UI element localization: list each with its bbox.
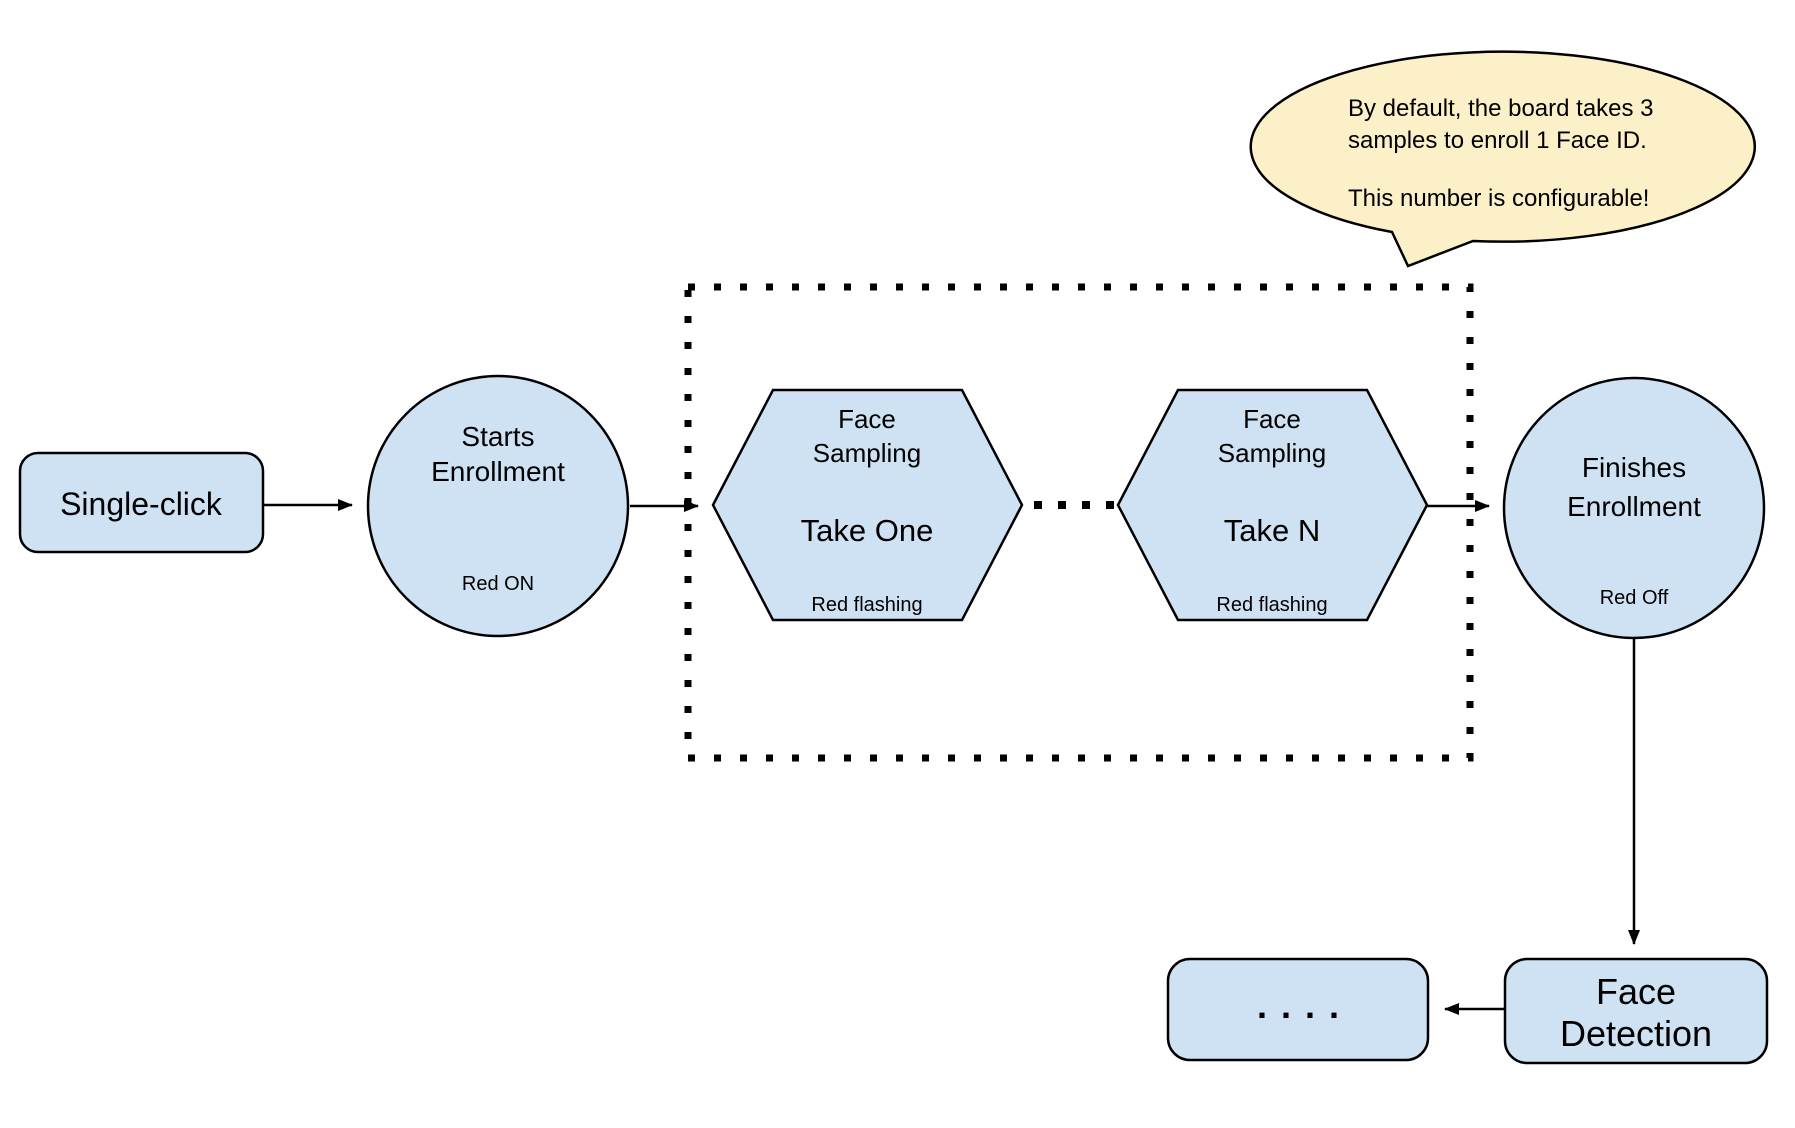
- sequence-dot: [1034, 501, 1042, 509]
- face-detection-box: [1503, 957, 1769, 1065]
- single-click-label: Single-click: [60, 486, 223, 522]
- node-face-sampling-take-n: Face Sampling Take N Red flashing: [1116, 388, 1429, 622]
- node-starts-enrollment: Starts Enrollment Red ON: [366, 374, 630, 638]
- sequence-dots-icon: [1034, 501, 1114, 509]
- starts-enrollment-circle: [366, 374, 630, 638]
- callout-bubble: By default, the board takes 3 samples to…: [1249, 50, 1756, 268]
- face-sampling-n-line-2: Sampling: [1218, 438, 1326, 468]
- sequence-dot: [1058, 501, 1066, 509]
- face-sampling-n-take: Take N: [1224, 513, 1320, 548]
- face-sampling-one-take: Take One: [801, 513, 934, 548]
- face-sampling-one-line-2: Sampling: [813, 438, 921, 468]
- node-finishes-enrollment: Finishes Enrollment Red Off: [1502, 376, 1766, 640]
- sequence-dot: [1082, 501, 1090, 509]
- finishes-enrollment-status: Red Off: [1600, 587, 1669, 609]
- sequence-dot: [1106, 501, 1114, 509]
- face-sampling-one-hexagon: [711, 388, 1024, 622]
- face-sampling-one-status: Red flashing: [811, 594, 922, 616]
- face-detection-line-1: Face: [1596, 971, 1676, 1012]
- node-face-detection: Face Detection: [1503, 957, 1769, 1065]
- starts-enrollment-line-1: Starts: [461, 421, 534, 452]
- finishes-enrollment-line-2: Enrollment: [1567, 491, 1701, 522]
- finishes-enrollment-line-1: Finishes: [1582, 452, 1686, 483]
- callout-line-3: This number is configurable!: [1348, 185, 1649, 212]
- sampling-group-dotted-border: [684, 283, 1474, 762]
- starts-enrollment-status: Red ON: [462, 573, 534, 595]
- continuation-box: [1166, 957, 1430, 1062]
- node-single-click: Single-click: [18, 451, 265, 554]
- callout-bubble-shape: [1249, 50, 1756, 268]
- starts-enrollment-line-2: Enrollment: [431, 456, 565, 487]
- callout-line-2: samples to enroll 1 Face ID.: [1348, 127, 1647, 154]
- callout-line-1: By default, the board takes 3: [1348, 95, 1654, 122]
- face-sampling-n-status: Red flashing: [1216, 594, 1327, 616]
- face-detection-line-2: Detection: [1560, 1013, 1712, 1054]
- continuation-label: ....: [1257, 985, 1353, 1026]
- face-sampling-n-line-1: Face: [1243, 404, 1301, 434]
- face-sampling-one-line-1: Face: [838, 404, 896, 434]
- node-face-sampling-take-one: Face Sampling Take One Red flashing: [711, 388, 1024, 622]
- node-continuation: ....: [1166, 957, 1430, 1062]
- single-click-box: [18, 451, 265, 554]
